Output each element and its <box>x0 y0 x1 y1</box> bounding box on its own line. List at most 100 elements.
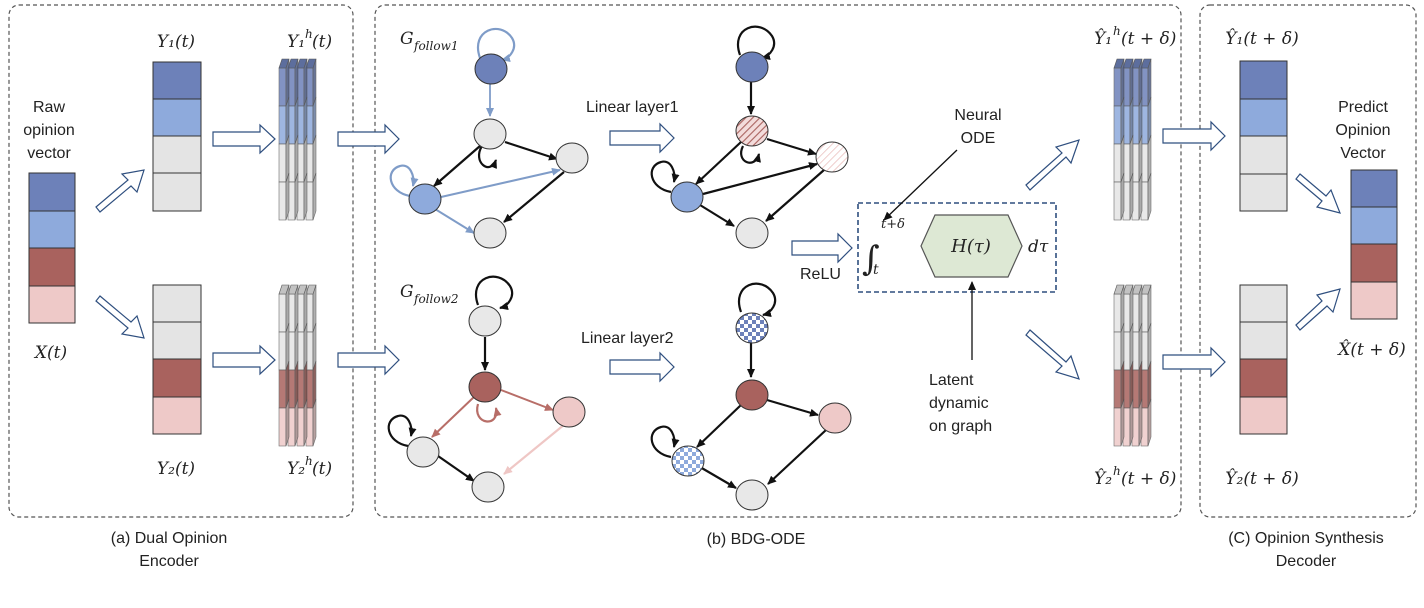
dec-y1-vector <box>1239 60 1288 212</box>
stack-slab-top <box>305 58 317 69</box>
arrow-out1-to-decoder <box>1162 120 1226 152</box>
stack-slab-front <box>1113 67 1122 107</box>
integral-lower: t <box>873 262 879 278</box>
stack-slab-side <box>1129 398 1134 447</box>
svg-text:dynamic: dynamic <box>929 395 989 412</box>
stack-slab-top <box>278 58 290 69</box>
stack-slab-side <box>285 398 290 447</box>
stack-slab-front <box>278 105 287 145</box>
stack-slab-top <box>287 58 299 69</box>
raw-opinion-vector <box>28 172 76 324</box>
graph-linear1 <box>650 25 849 249</box>
arrow-y2-to-y2h <box>212 344 276 376</box>
svg-text:(t): (t) <box>312 459 332 479</box>
y2h-hidden-stack <box>278 284 317 447</box>
stack-slab-side <box>294 398 299 447</box>
stack-slab-top <box>1131 284 1143 295</box>
encoder-caption-line2: Encoder <box>139 553 199 570</box>
dtau-label: dτ <box>1028 237 1049 257</box>
svg-text:Ŷ₁: Ŷ₁ <box>1094 28 1112 49</box>
ode-arrow-down <box>1025 329 1080 380</box>
bdg-caption: (b) BDG-ODE <box>707 531 806 548</box>
stack-slab-top <box>305 284 317 295</box>
stack-slab-side <box>1129 172 1134 221</box>
predict-label: Predict Opinion Vector <box>1335 99 1390 162</box>
stack-slab-side <box>1147 172 1152 221</box>
stack-slab-front <box>1113 293 1122 333</box>
latent-dynamic-label: Latent dynamic on graph <box>929 372 992 435</box>
svg-text:Vector: Vector <box>1340 145 1386 162</box>
svg-text:Predict: Predict <box>1338 99 1388 116</box>
merge-arrow-up <box>1295 288 1341 331</box>
integral-upper: t+δ <box>881 217 905 232</box>
merge-arrow-down <box>1295 173 1341 214</box>
stack-slab-side <box>1147 398 1152 447</box>
stack-slab-top <box>287 284 299 295</box>
y1-label: Y₁(t) <box>157 32 195 52</box>
stack-slab-front <box>278 331 287 371</box>
y1h-label: Y₁ h (t) <box>287 27 332 52</box>
stack-slab-front <box>1113 369 1122 409</box>
raw-opinion-label: Raw opinion vector <box>23 99 75 162</box>
stack-slab-top <box>296 58 308 69</box>
stack-slab-top <box>1122 58 1134 69</box>
svg-text:opinion: opinion <box>23 122 75 139</box>
stack-slab-side <box>312 172 317 221</box>
svg-text:G: G <box>400 282 414 302</box>
y2-vector <box>152 284 202 435</box>
svg-text:follow2: follow2 <box>413 292 458 306</box>
svg-text:Latent: Latent <box>929 372 974 389</box>
neural-ode-label: Neural ODE <box>954 107 1001 147</box>
arrow-into-graph2 <box>337 344 400 376</box>
decoder-caption-line2: Decoder <box>1276 553 1337 570</box>
stack-slab-top <box>278 284 290 295</box>
stack-slab-side <box>1120 398 1125 447</box>
svg-text:Opinion: Opinion <box>1335 122 1390 139</box>
stack-slab-front <box>1113 181 1122 221</box>
graph1-label: G follow1 <box>400 29 458 53</box>
stack-slab-top <box>1113 58 1125 69</box>
xhat-label: X̂(t + δ) <box>1336 340 1406 360</box>
stack-slab-side <box>294 172 299 221</box>
stack-slab-top <box>1140 284 1152 295</box>
split-arrow-down <box>95 295 145 339</box>
stack-slab-side <box>303 172 308 221</box>
stack-slab-side <box>1138 172 1143 221</box>
out1-hidden-stack <box>1113 58 1152 221</box>
stack-slab-side <box>1138 398 1143 447</box>
y2h-label: Y₂ h (t) <box>287 454 332 479</box>
stack-slab-side <box>285 172 290 221</box>
dec-y2-vector <box>1239 284 1288 435</box>
svg-text:on graph: on graph <box>929 418 992 435</box>
ode-arrow-up <box>1025 139 1080 191</box>
svg-text:Y₂: Y₂ <box>287 459 305 479</box>
decoder-caption-line1: (C) Opinion Synthesis <box>1228 530 1384 547</box>
stack-slab-front <box>278 407 287 447</box>
predicted-opinion-vector <box>1350 169 1398 320</box>
integral-sign: ∫ <box>862 239 880 279</box>
relu-arrow <box>791 232 853 264</box>
out1-label: Ŷ₁ h (t + δ) <box>1094 24 1176 49</box>
dec-y1-label: Ŷ₁(t + δ) <box>1225 28 1298 49</box>
svg-text:Raw: Raw <box>33 99 65 116</box>
svg-text:h: h <box>305 454 313 468</box>
dec-y2-label: Ŷ₂(t + δ) <box>1225 468 1298 489</box>
graph2-label: G follow2 <box>400 282 458 306</box>
svg-text:Ŷ₂: Ŷ₂ <box>1094 468 1112 489</box>
stack-slab-top <box>1140 58 1152 69</box>
stack-slab-side <box>312 398 317 447</box>
arrow-linear2 <box>609 351 675 383</box>
split-arrow-up <box>95 169 145 213</box>
svg-text:G: G <box>400 29 414 49</box>
stack-slab-top <box>1131 58 1143 69</box>
stack-slab-front <box>278 181 287 221</box>
svg-text:(t + δ): (t + δ) <box>1121 29 1176 49</box>
graph-follow2 <box>387 275 586 503</box>
latent-dynamic-hexagon <box>920 214 1023 278</box>
stack-slab-top <box>1113 284 1125 295</box>
svg-text:Y₁: Y₁ <box>287 32 305 52</box>
out2-hidden-stack <box>1113 284 1152 447</box>
stack-slab-side <box>303 398 308 447</box>
relu-label: ReLU <box>800 266 841 283</box>
svg-text:h: h <box>1113 24 1121 38</box>
